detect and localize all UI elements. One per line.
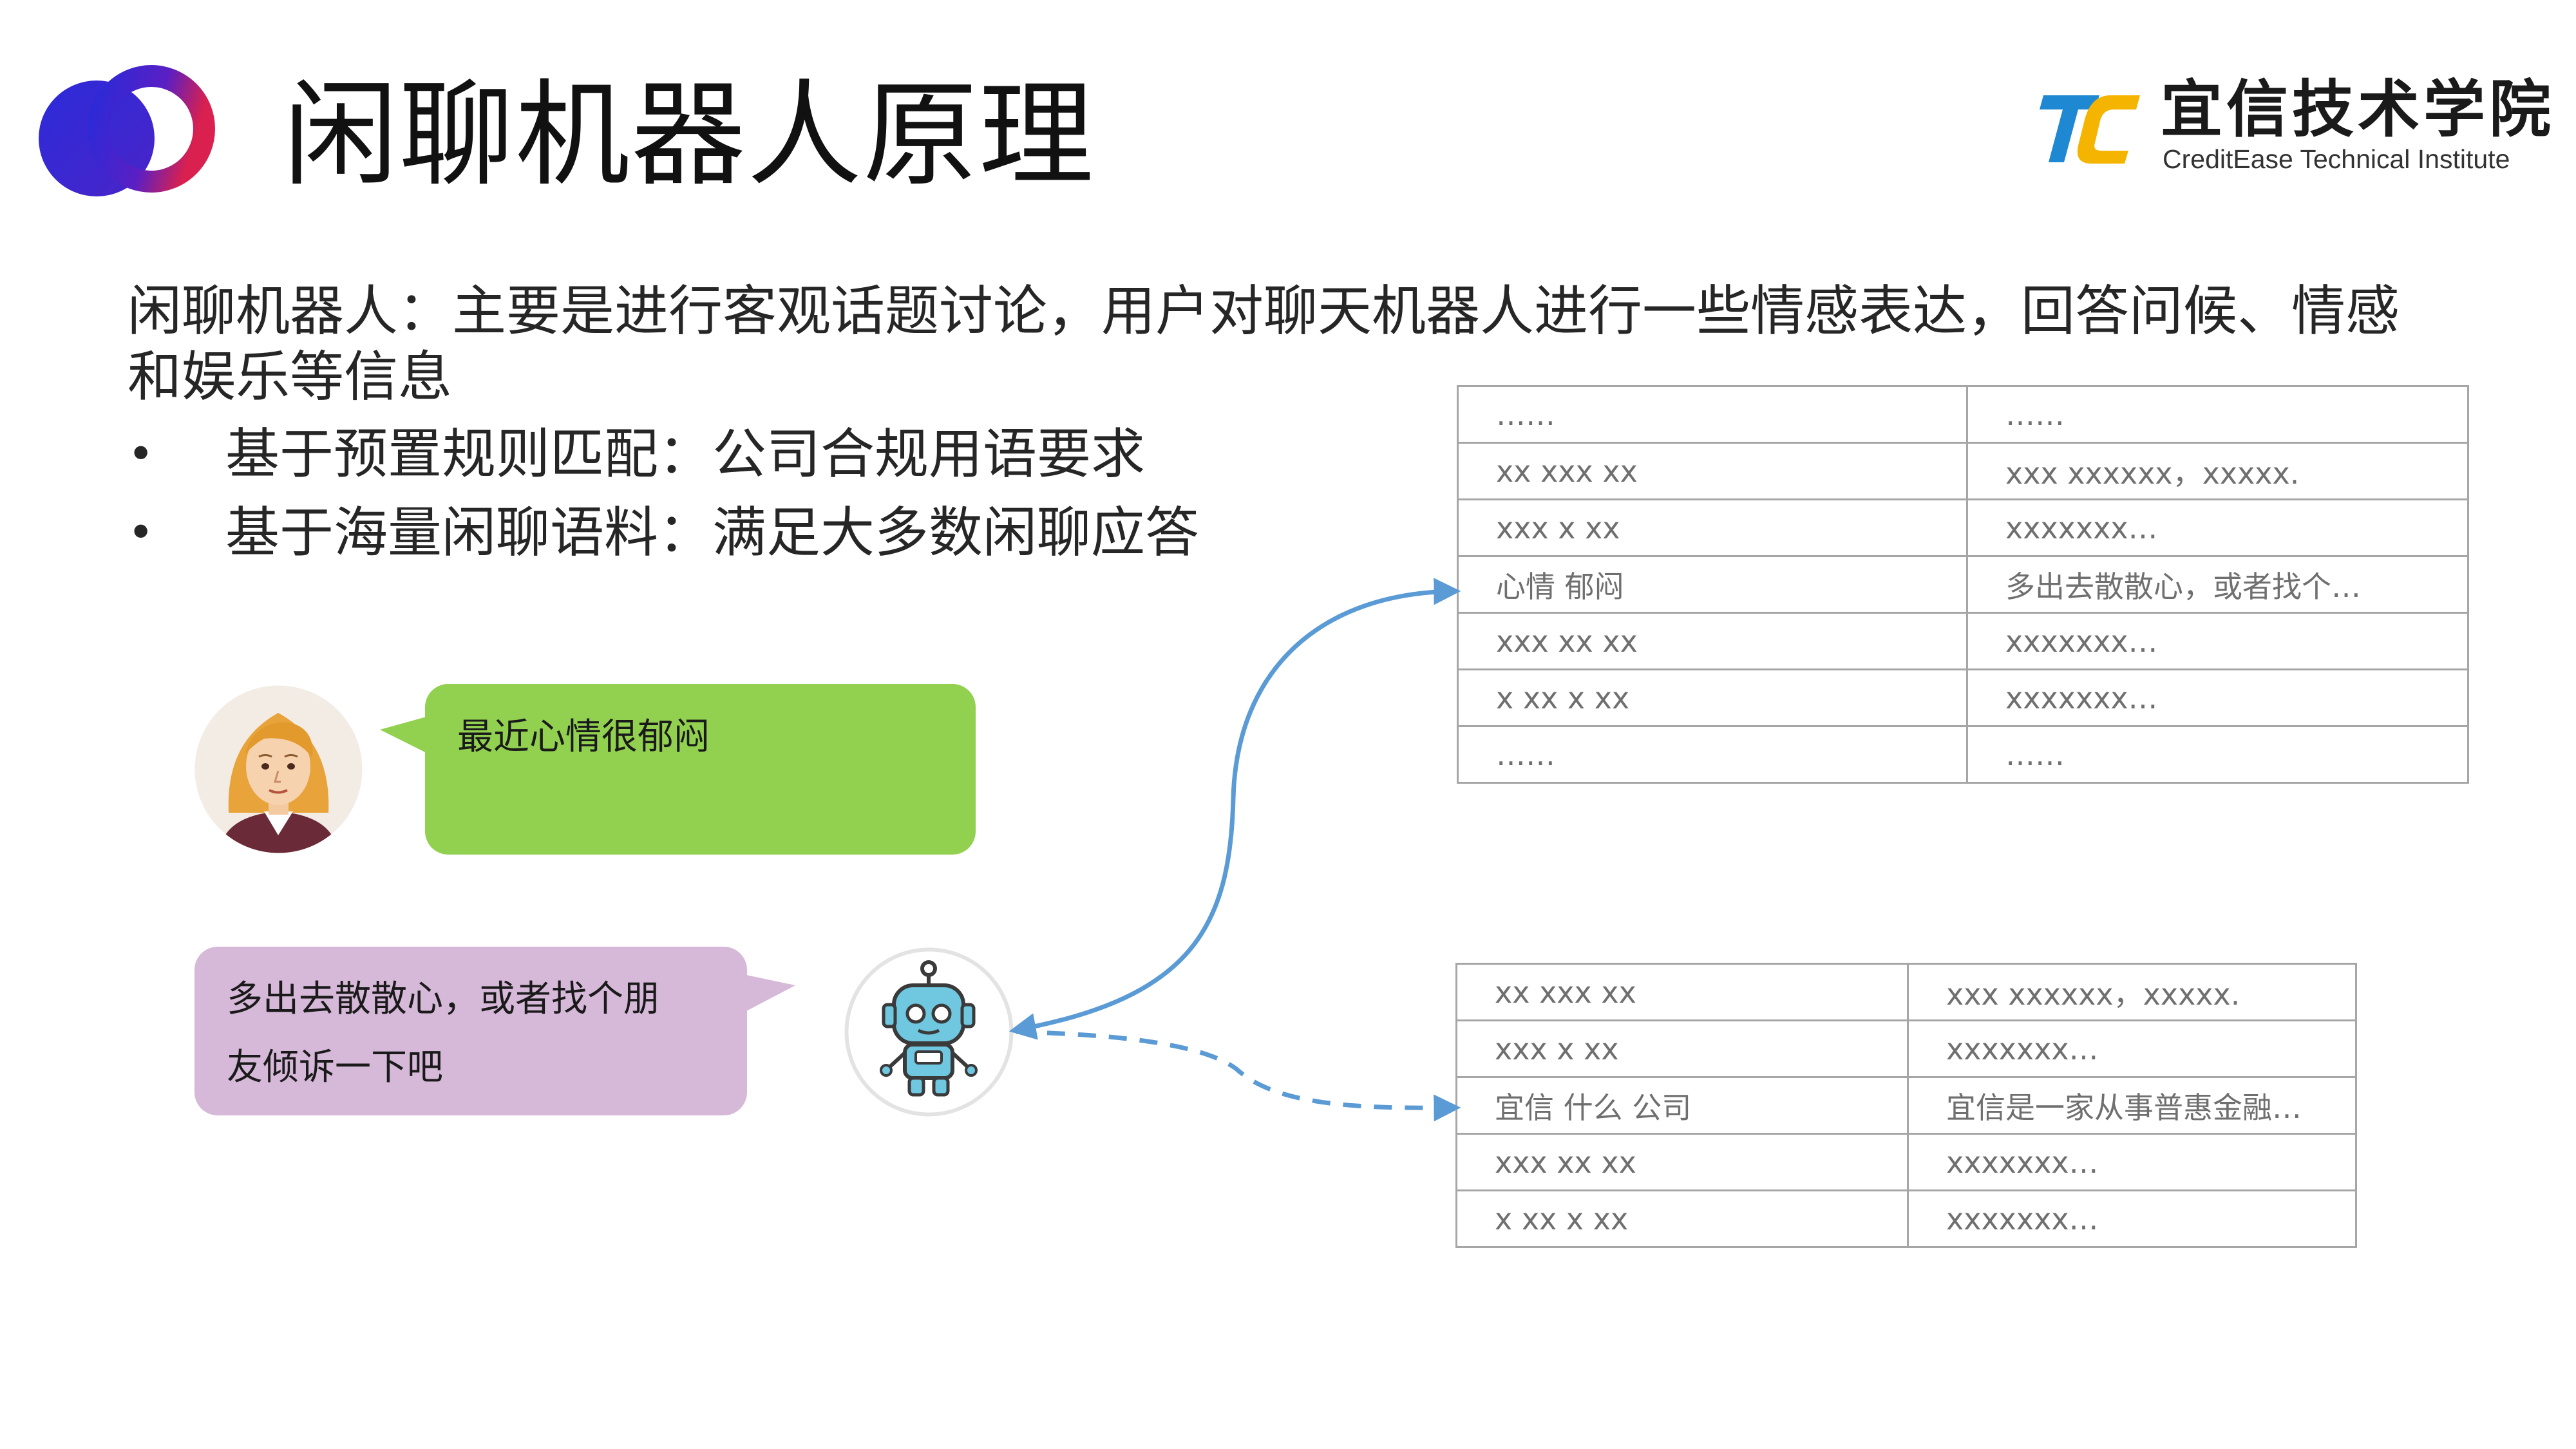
query-cell: xx xxx xx xyxy=(1455,963,1909,1021)
table-row-matched: 宜信 什么 公司 宜信是一家从事普惠金融… xyxy=(1455,1076,2357,1135)
query-cell: x xx x xx xyxy=(1455,1189,1909,1248)
table-row: xxx x xx xxxxxxx… xyxy=(1457,498,2469,557)
brand-subtitle: CreditEase Technical Institute xyxy=(2163,144,2510,174)
bullet-marker: • xyxy=(128,428,155,480)
query-cell: …… xyxy=(1457,385,1968,444)
preset-rule-table: xx xxx xx xxx xxxxxx，xxxxx. xxx x xx xxx… xyxy=(1455,963,2357,1248)
query-cell: xxx x xx xyxy=(1455,1019,1909,1078)
table-row: …… …… xyxy=(1457,725,2469,784)
answer-cell: 多出去散散心，或者找个… xyxy=(1966,555,2469,614)
user-message-text: 最近心情很郁闷 xyxy=(457,716,710,758)
robot-reply-text-line2: 友倾诉一下吧 xyxy=(227,1046,443,1088)
query-cell: 心情 郁闷 xyxy=(1457,555,1968,614)
table-row: x xx x xx xxxxxxx… xyxy=(1455,1189,2357,1248)
intro-text-line2: 和娱乐等信息 xyxy=(128,345,453,408)
query-cell: x xx x xx xyxy=(1457,668,1968,727)
answer-cell: xxxxxxx… xyxy=(1907,1019,2357,1078)
table-row-matched: 心情 郁闷 多出去散散心，或者找个… xyxy=(1457,555,2469,614)
chitchat-corpus-table: …… …… xx xxx xx xxx xxxxxx，xxxxx. xxx x … xyxy=(1457,385,2469,784)
answer-cell: xxxxxxx… xyxy=(1966,498,2469,557)
table-row: xx xxx xx xxx xxxxxx，xxxxx. xyxy=(1457,442,2469,500)
table-row: xxx xx xx xxxxxxx… xyxy=(1455,1133,2357,1191)
page-title: 闲聊机器人原理 xyxy=(283,68,1095,202)
bullet-rule-matching: 基于预置规则匹配：公司合规用语要求 xyxy=(225,422,1146,486)
table-row: xxx x xx xxxxxxx… xyxy=(1455,1019,2357,1078)
answer-cell: xxx xxxxxx，xxxxx. xyxy=(1966,442,2469,500)
table-row: xx xxx xx xxx xxxxxx，xxxxx. xyxy=(1455,963,2357,1021)
user-message-bubble xyxy=(425,684,976,855)
query-cell: 宜信 什么 公司 xyxy=(1455,1076,1909,1135)
robot-reply-bubble xyxy=(194,947,747,1115)
robot-avatar-icon xyxy=(844,947,1014,1117)
answer-cell: xxxxxxx… xyxy=(1907,1133,2357,1191)
solid-arrow-to-corpus xyxy=(1009,578,1461,1040)
answer-cell: xxxxxxx… xyxy=(1966,612,2469,670)
table-row: …… …… xyxy=(1457,385,2469,444)
robot-reply-text-line1: 多出去散散心，或者找个朋 xyxy=(227,978,659,1020)
intro-text-line1: 闲聊机器人：主要是进行客观话题讨论，用户对聊天机器人进行一些情感表达，回答问候、… xyxy=(128,279,2400,343)
answer-cell: …… xyxy=(1966,725,2469,784)
bullet-marker: • xyxy=(128,506,155,559)
robot-bubble-tail xyxy=(734,972,795,1018)
woman-avatar-icon xyxy=(194,685,363,853)
table-row: xxx xx xx xxxxxxx… xyxy=(1457,612,2469,670)
tc-brand-icon xyxy=(2040,95,2140,164)
answer-cell: xxx xxxxxx，xxxxx. xyxy=(1907,963,2357,1021)
table-row: x xx x xx xxxxxxx… xyxy=(1457,668,2469,727)
answer-cell: xxxxxxx… xyxy=(1907,1189,2357,1248)
answer-cell: …… xyxy=(1966,385,2469,444)
bullet-corpus-matching: 基于海量闲聊语料：满足大多数闲聊应答 xyxy=(225,501,1200,564)
query-cell: xx xxx xx xyxy=(1457,442,1968,500)
rings-logo-icon xyxy=(39,65,215,196)
brand-name: 宜信技术学院 xyxy=(2161,73,2555,146)
query-cell: xxx xx xx xyxy=(1457,612,1968,670)
answer-cell: xxxxxxx… xyxy=(1966,668,2469,727)
user-bubble-tail xyxy=(380,714,438,759)
dashed-arrow-to-rules xyxy=(1016,1029,1461,1122)
answer-cell: 宜信是一家从事普惠金融… xyxy=(1907,1076,2357,1135)
query-cell: xxx x xx xyxy=(1457,498,1968,557)
query-cell: xxx xx xx xyxy=(1455,1133,1909,1191)
query-cell: …… xyxy=(1457,725,1968,784)
